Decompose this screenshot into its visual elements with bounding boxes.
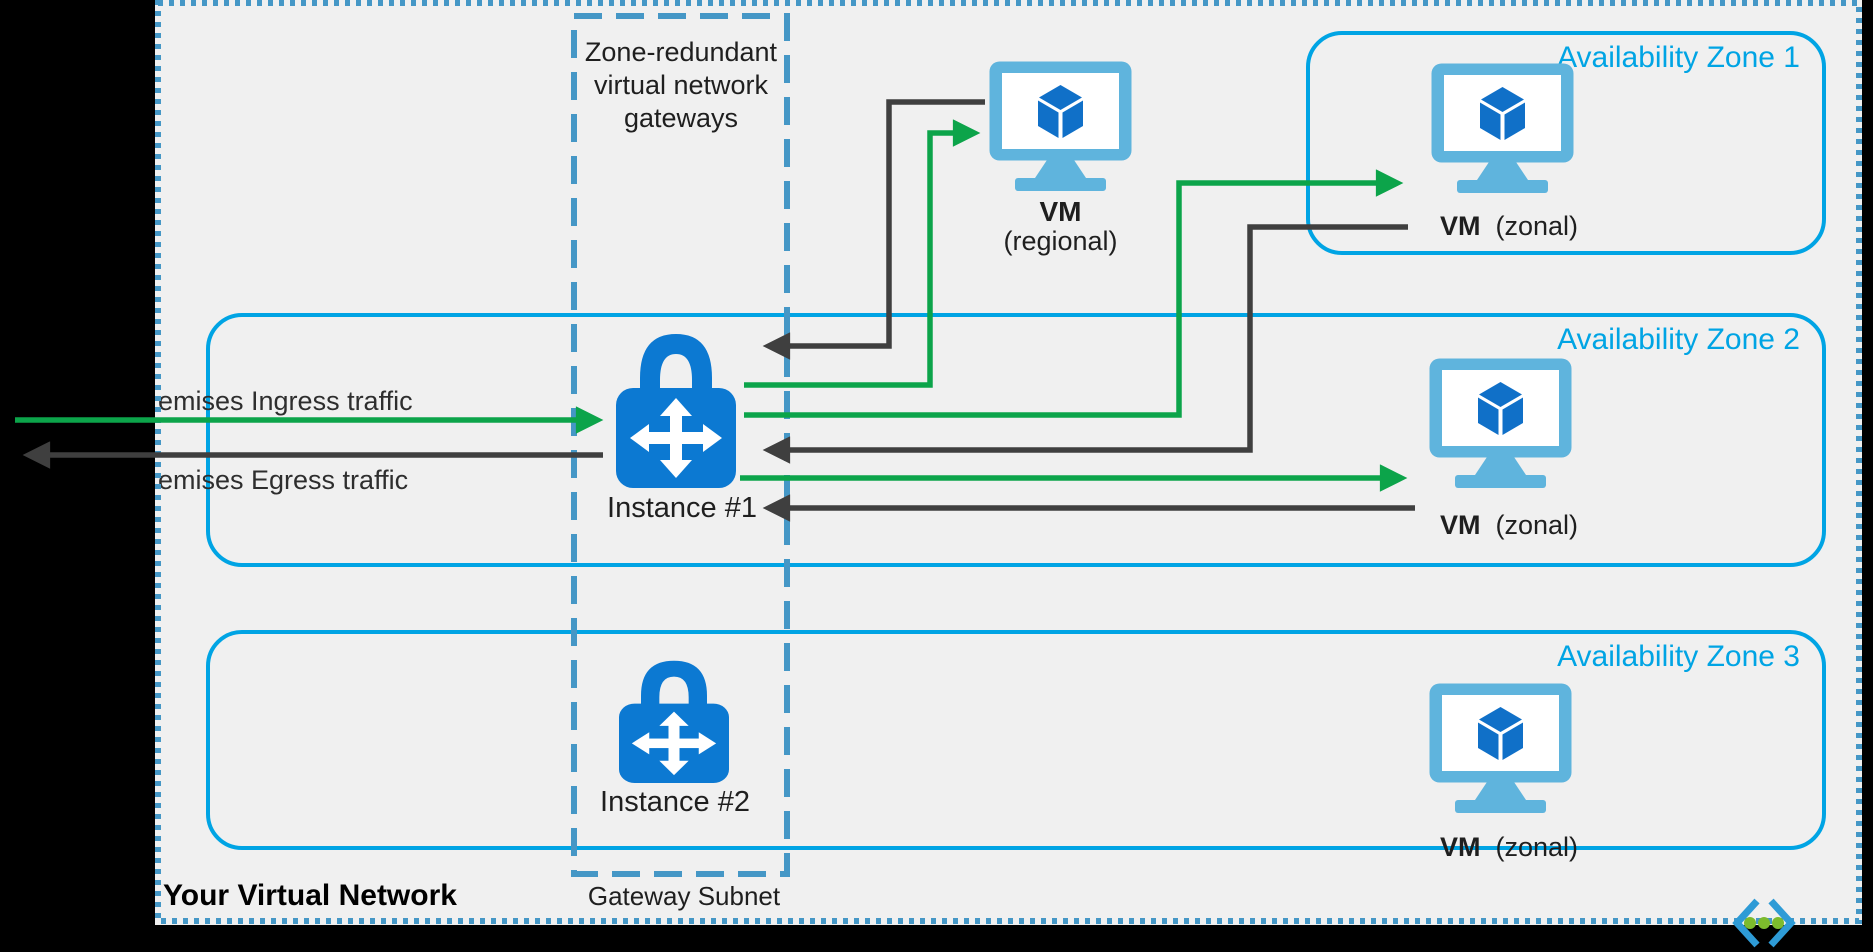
vm-zonal-zone2-icon	[1429, 358, 1572, 488]
gateway-instance1-lock-icon	[616, 334, 736, 488]
vm-zonal-zone3-label: VM (zonal)	[1440, 832, 1579, 862]
vm-regional-icon	[989, 61, 1132, 191]
onprem-egress-traffic-label: emises Egress traffic	[158, 465, 409, 495]
vm-regional-qualifier: (regional)	[1003, 226, 1118, 256]
vm-regional-name: VM	[1039, 196, 1082, 227]
gateway-instance2-lock-icon	[619, 660, 729, 783]
vm-zonal-zone1-label: VM (zonal)	[1440, 211, 1579, 241]
availability-zone-3-label: Availability Zone 3	[1557, 640, 1800, 673]
availability-zone-2-box: Availability Zone 2	[206, 313, 1826, 567]
virtual-network-label: Your Virtual Network	[163, 879, 457, 912]
instance1-label: Instance #1	[607, 492, 757, 524]
vm-zonal-zone2-label: VM (zonal)	[1440, 510, 1579, 540]
vm-zonal-zone3-icon	[1429, 683, 1572, 813]
onprem-ingress-traffic-label: emises Ingress traffic	[158, 386, 413, 416]
availability-zone-2-label: Availability Zone 2	[1557, 323, 1800, 356]
zone-redundant-caption: Zone-redundant virtual network gateways	[584, 37, 778, 133]
gateway-subnet-label: Gateway Subnet	[587, 881, 781, 911]
vm-zonal-zone1-icon	[1431, 63, 1574, 193]
instance2-label: Instance #2	[600, 786, 750, 818]
availability-zone-1-label: Availability Zone 1	[1557, 41, 1800, 74]
availability-zone-3-box: Availability Zone 3	[206, 630, 1826, 850]
